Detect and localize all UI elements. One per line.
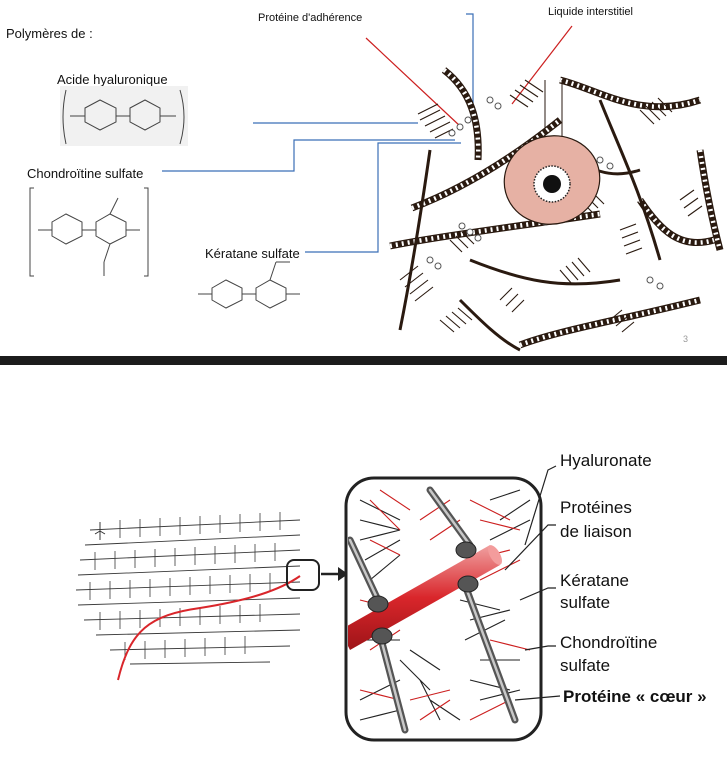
hyaluronate-rod (348, 545, 500, 650)
label-link-proteins-2: de liaison (560, 522, 632, 541)
chondroitin-sulfate-structure-icon (29, 187, 149, 277)
separator-bar (0, 356, 727, 365)
cell (503, 135, 601, 225)
proteoglycan-fan (75, 512, 301, 665)
label-keratan-1: Kératane (560, 571, 629, 590)
label-hyaluronate: Hyaluronate (560, 451, 652, 470)
label-adhesion-protein: Protéine d'adhérence (258, 12, 363, 24)
label-hyaluronic-acid: Acide hyaluronique (57, 72, 168, 87)
zoom-box-large (344, 476, 543, 742)
label-interstitial-fluid: Liquide interstitiel (548, 6, 633, 18)
red-connectors (365, 25, 573, 127)
hyaluronate-backbone (117, 575, 301, 681)
zoom-arrow-icon (321, 567, 348, 581)
label-chondroitin-2: sulfate (560, 656, 611, 675)
extracellular-matrix-diagram (29, 13, 724, 352)
hyaluronic-acid-structure-icon (60, 86, 188, 146)
label-keratan-sulfate: Kératane sulfate (205, 246, 300, 261)
blue-connectors (162, 13, 474, 253)
label-core-protein: Protéine « cœur » (563, 687, 707, 706)
label-link-proteins-1: Protéines (560, 498, 632, 517)
zoom-box-small (286, 559, 320, 591)
leader-lines (504, 465, 561, 701)
keratan-sulfate-structure-icon (198, 261, 300, 309)
slide-title: Polymères de : (6, 26, 93, 41)
page-number: 3 (683, 334, 689, 344)
label-chondroitin-sulfate: Chondroïtine sulfate (27, 166, 144, 181)
label-keratan-2: sulfate (560, 593, 611, 612)
label-chondroitin-1: Chondroïtine (560, 633, 658, 652)
